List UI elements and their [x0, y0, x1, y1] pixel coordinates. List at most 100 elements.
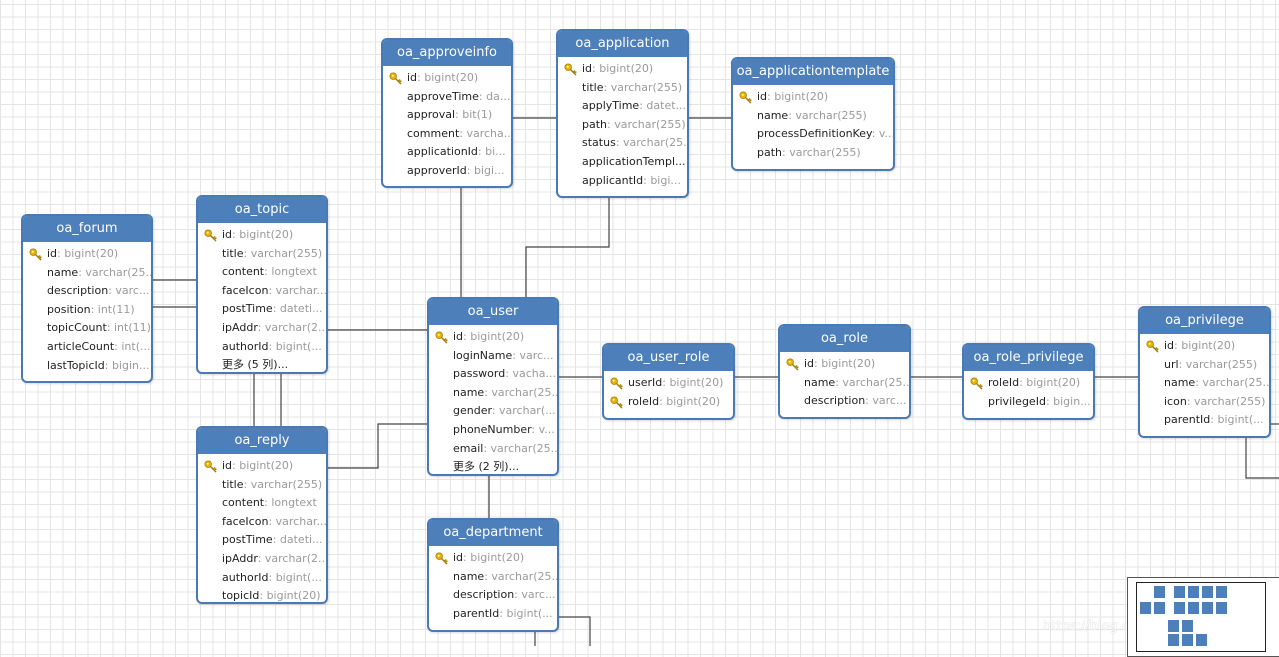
key-icon — [389, 72, 402, 85]
field-row[interactable]: description: varc... — [23, 282, 151, 301]
field-row[interactable]: name: varchar(25... — [429, 384, 557, 403]
field-row[interactable]: title: varchar(255) — [558, 79, 687, 98]
field-separator: : — [514, 588, 522, 602]
field-row[interactable]: faceIcon: varchar... — [198, 282, 326, 301]
field-row[interactable]: approverId: bigi... — [383, 162, 511, 181]
field-row[interactable]: articleCount: int(... — [23, 338, 151, 357]
field-row[interactable]: id: bigint(20) — [383, 69, 511, 88]
field-separator: : — [1174, 339, 1182, 352]
overview-minimap[interactable] — [1127, 577, 1279, 657]
field-row[interactable]: content: longtext — [198, 494, 326, 513]
field-row[interactable]: id: bigint(20) — [780, 355, 909, 374]
field-row[interactable]: id: bigint(20) — [429, 549, 557, 568]
field-row[interactable]: position: int(11) — [23, 301, 151, 320]
field-row[interactable]: id: bigint(20) — [429, 328, 557, 347]
field-row[interactable]: id: bigint(20) — [1140, 337, 1269, 356]
field-type: varchar(2... — [264, 320, 326, 334]
field-row[interactable]: name: varchar(25... — [429, 568, 557, 587]
field-row[interactable]: id: bigint(20) — [198, 226, 326, 245]
field-row[interactable]: password: vacha... — [429, 365, 557, 384]
field-row[interactable]: authorId: bigint(... — [198, 569, 326, 588]
field-row[interactable]: loginName: varc... — [429, 347, 557, 366]
field-row[interactable]: applicantId: bigi... — [558, 172, 687, 191]
field-row[interactable]: url: varchar(255) — [1140, 356, 1269, 375]
field-row[interactable]: title: varchar(255) — [198, 245, 326, 264]
more-columns-row[interactable]: 更多 (2 列)... — [429, 458, 557, 474]
field-row[interactable]: description: varc... — [780, 392, 909, 411]
field-type: bigint(20) — [1181, 339, 1236, 352]
field-row[interactable]: postTime: dateti... — [198, 531, 326, 550]
more-columns-row[interactable]: 更多 (5 列)... — [198, 356, 326, 372]
field-name: name — [757, 108, 789, 122]
field-name: title — [222, 477, 244, 491]
field-row[interactable]: name: varchar(255) — [733, 107, 893, 126]
field-row[interactable]: comment: varcha... — [383, 125, 511, 144]
field-row[interactable]: roleId: bigint(20) — [604, 393, 733, 412]
key-icon — [1146, 340, 1159, 353]
table-field-list: id: bigint(20)title: varchar(255)applyTi… — [558, 57, 687, 190]
field-row[interactable]: name: varchar(25... — [23, 264, 151, 283]
field-row[interactable]: applicationId: bi... — [383, 143, 511, 162]
field-row[interactable]: gender: varchar(... — [429, 402, 557, 421]
field-type: dateti... — [279, 533, 323, 547]
field-row[interactable]: name: varchar(25... — [780, 374, 909, 393]
connector-department-self-1 — [558, 616, 591, 646]
field-separator: : — [659, 394, 667, 408]
field-separator: : — [259, 589, 267, 603]
field-row[interactable]: title: varchar(255) — [198, 476, 326, 495]
field-row[interactable]: applyTime: datet... — [558, 97, 687, 116]
field-row[interactable]: parentId: bigint(... — [429, 605, 557, 624]
field-row[interactable]: topicId: bigint(20) — [198, 587, 326, 603]
field-row[interactable]: path: varchar(255) — [558, 116, 687, 135]
field-type: varchar(25... — [623, 136, 687, 150]
field-separator: : — [90, 302, 98, 316]
table-field-list: id: bigint(20)name: varchar(25...descrip… — [780, 352, 909, 411]
field-name: lastTopicId — [47, 358, 105, 372]
field-row[interactable]: processDefinitionKey: v... — [733, 125, 893, 144]
minimap-block — [1188, 586, 1199, 598]
field-row[interactable]: id: bigint(20) — [733, 88, 893, 107]
field-row[interactable]: parentId: bigint(... — [1140, 411, 1269, 430]
field-row[interactable]: id: bigint(20) — [198, 457, 326, 476]
field-row[interactable]: status: varchar(25... — [558, 134, 687, 153]
field-row[interactable]: approveTime: da... — [383, 88, 511, 107]
field-name: topicId — [222, 589, 260, 603]
field-row[interactable]: path: varchar(255) — [733, 144, 893, 163]
field-row[interactable]: postTime: dateti... — [198, 300, 326, 319]
field-row[interactable]: id: bigint(20) — [23, 245, 151, 264]
field-name: status — [582, 136, 616, 150]
field-row[interactable]: description: varc... — [429, 586, 557, 605]
field-row[interactable]: phoneNumber: v... — [429, 421, 557, 440]
field-row[interactable]: applicationTempl... — [558, 153, 687, 172]
field-row[interactable]: faceIcon: varchar... — [198, 513, 326, 532]
field-row[interactable]: content: longtext — [198, 263, 326, 282]
field-row[interactable]: approval: bit(1) — [383, 106, 511, 125]
field-row[interactable]: privilegeId: bigin... — [964, 393, 1093, 412]
field-row[interactable]: id: bigint(20) — [558, 60, 687, 79]
field-row[interactable]: lastTopicId: bigin... — [23, 357, 151, 376]
field-name: comment — [407, 126, 460, 140]
field-row[interactable]: ipAddr: varchar(2... — [198, 550, 326, 569]
field-row[interactable]: roleId: bigint(20) — [964, 374, 1093, 393]
field-row[interactable]: userId: bigint(20) — [604, 374, 733, 393]
field-row[interactable]: authorId: bigint(... — [198, 338, 326, 357]
field-row[interactable]: email: varchar(25... — [429, 440, 557, 459]
field-name: faceIcon — [222, 514, 269, 528]
field-row[interactable]: ipAddr: varchar(2... — [198, 319, 326, 338]
field-row[interactable]: icon: varchar(255) — [1140, 393, 1269, 412]
field-row[interactable]: name: varchar(25... — [1140, 374, 1269, 393]
field-row[interactable]: topicCount: int(11) — [23, 319, 151, 338]
field-name: id — [757, 90, 768, 103]
